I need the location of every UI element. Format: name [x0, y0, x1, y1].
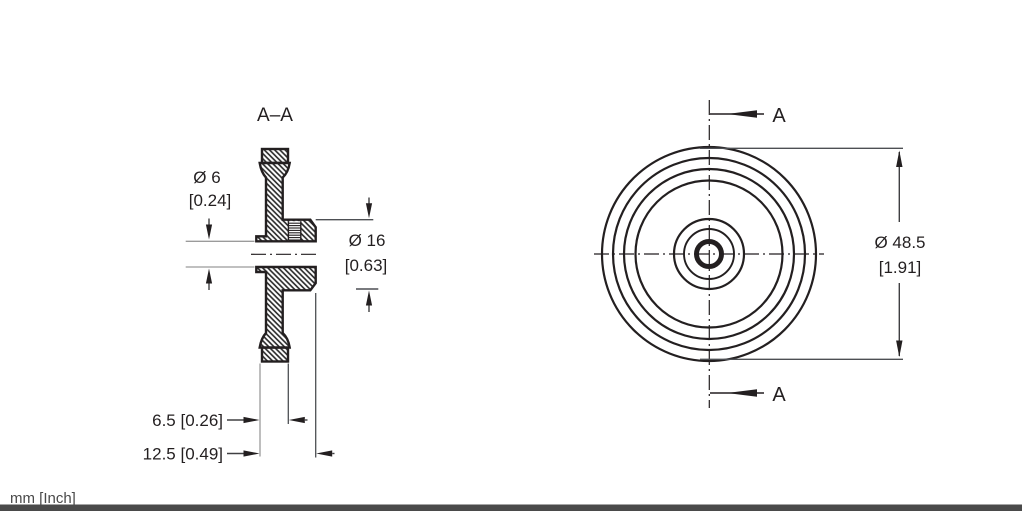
arrow-left-icon [316, 450, 333, 457]
dim-hub-mm: Ø 16 [349, 231, 386, 250]
arrow-down-icon [365, 203, 373, 219]
cut-arrow-top: A [710, 105, 786, 127]
cut-label-top: A [772, 105, 786, 127]
arrow-left-icon [727, 110, 757, 118]
units-note: mm [Inch] [10, 490, 76, 507]
section-title: A–A [257, 105, 293, 126]
dim-outer-mm: Ø 48.5 [874, 233, 925, 252]
dim-rim-width-label: 6.5 [0.26] [152, 411, 223, 430]
dim-bore: Ø 6 [0.24] [185, 168, 255, 290]
arrow-up-icon [365, 290, 373, 306]
arrow-left-icon [727, 389, 757, 397]
dim-hub-inch: [0.63] [345, 256, 388, 275]
arrow-left-icon [288, 416, 305, 424]
dim-bore-inch: [0.24] [189, 191, 232, 210]
cut-label-bottom: A [772, 384, 786, 406]
arrow-up-icon [896, 150, 903, 167]
section-body-upper [255, 161, 317, 243]
cut-arrow-bottom: A [710, 384, 786, 406]
section-rim-bottom [260, 346, 290, 363]
arrow-up-icon [205, 268, 213, 284]
section-view: A–A [251, 105, 319, 363]
front-view: A A Ø 48.5 [1.91] [594, 100, 926, 408]
dim-outer-inch: [1.91] [879, 258, 922, 277]
dim-total-width: 12.5 [0.49] [143, 445, 335, 464]
dim-bore-mm: Ø 6 [193, 168, 220, 187]
arrow-right-icon [243, 416, 260, 424]
section-dimensions: Ø 6 [0.24] Ø 16 [0.63] 6.5 [0.26] [143, 168, 388, 464]
dim-total-width-label: 12.5 [0.49] [143, 445, 223, 464]
arrow-down-icon [896, 340, 903, 357]
arrow-down-icon [205, 224, 213, 240]
dim-rim-width: 6.5 [0.26] [152, 411, 308, 430]
section-body-lower [255, 265, 317, 349]
section-rim-top [260, 147, 290, 165]
dim-hub: Ø 16 [0.63] [315, 197, 388, 312]
arrow-right-icon [243, 450, 260, 457]
dim-outer: Ø 48.5 [1.91] [700, 147, 926, 360]
footer-bar [0, 504, 1022, 511]
thread-section [287, 221, 302, 241]
